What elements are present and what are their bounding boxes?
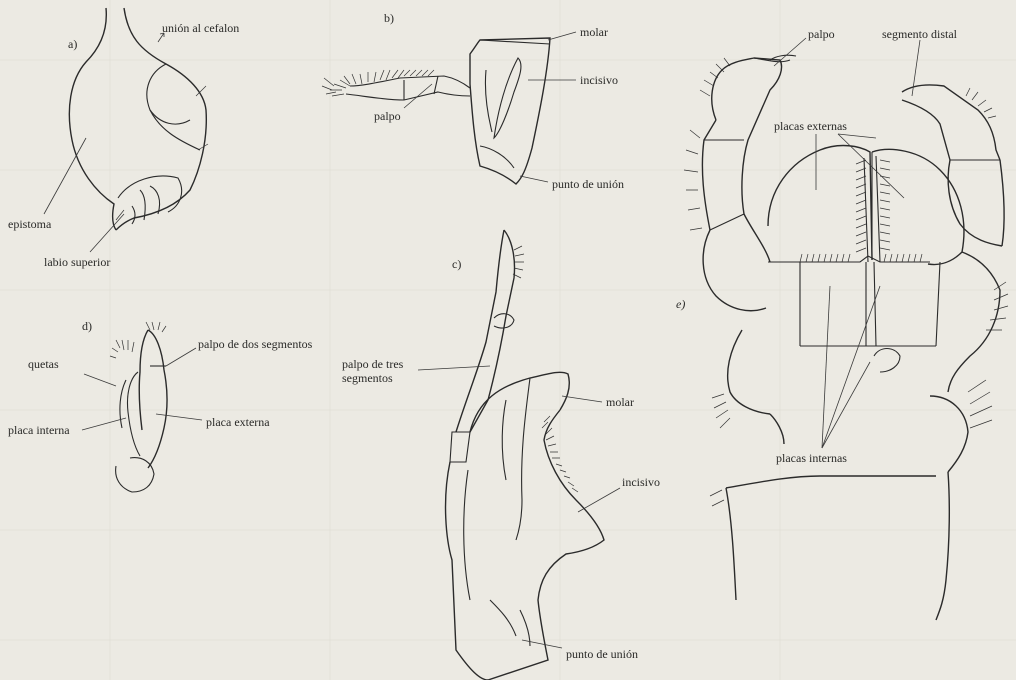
figure-c-drawing: [418, 230, 620, 680]
epistoma-label: epistoma: [8, 218, 51, 231]
molar-label-c: molar: [606, 396, 634, 409]
incisivo-label-b: incisivo: [580, 74, 618, 87]
labio-superior-label: labio superior: [44, 256, 110, 269]
palpo-tres-label-line1: palpo de tres: [342, 358, 403, 371]
figure-b-label: b): [384, 12, 394, 25]
molar-label-b: molar: [580, 26, 608, 39]
placas-externas-label: placas externas: [774, 120, 847, 133]
figure-d-drawing: [82, 322, 202, 492]
quetas-label: quetas: [28, 358, 59, 371]
placas-internas-label: placas internas: [776, 452, 847, 465]
figure-d-label: d): [82, 320, 92, 333]
punto-union-label-c: punto de unión: [566, 648, 638, 661]
figure-a-label: a): [68, 38, 77, 51]
punto-union-label-b: punto de unión: [552, 178, 624, 191]
union-cefalon-label: unión al cefalon: [162, 22, 239, 35]
palpo-label-e: palpo: [808, 28, 835, 41]
placa-externa-label: placa externa: [206, 416, 270, 429]
placa-interna-label: placa interna: [8, 424, 70, 437]
figure-e-label: e): [676, 298, 685, 311]
palpo-label-b: palpo: [374, 110, 401, 123]
palpo-tres-label-line2: segmentos: [342, 372, 393, 385]
figure-b-drawing: [322, 32, 576, 184]
figure-c-label: c): [452, 258, 461, 271]
palpo-dos-label: palpo de dos segmentos: [198, 338, 312, 351]
incisivo-label-c: incisivo: [622, 476, 660, 489]
segmento-distal-label: segmento distal: [882, 28, 957, 41]
